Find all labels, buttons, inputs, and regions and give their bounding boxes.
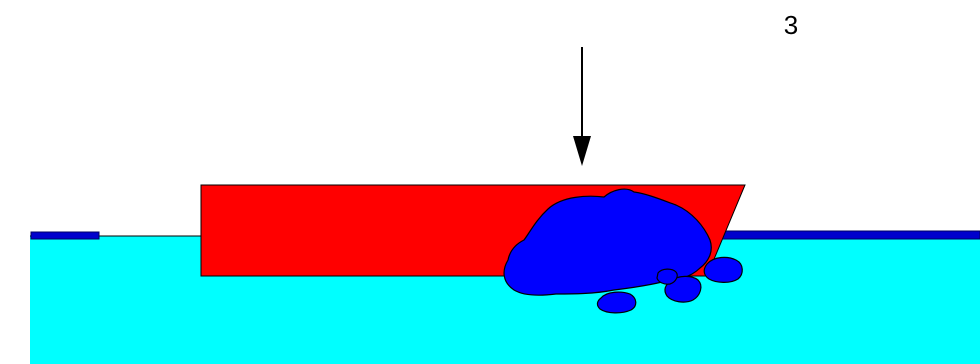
down-arrow-icon	[573, 47, 591, 166]
ice-floe-small-1	[704, 257, 742, 282]
ice-sheet-right	[705, 231, 980, 239]
step-number: 3	[776, 10, 806, 40]
ice-sheet-left	[31, 232, 99, 239]
ice-floe-small-3	[657, 269, 677, 284]
